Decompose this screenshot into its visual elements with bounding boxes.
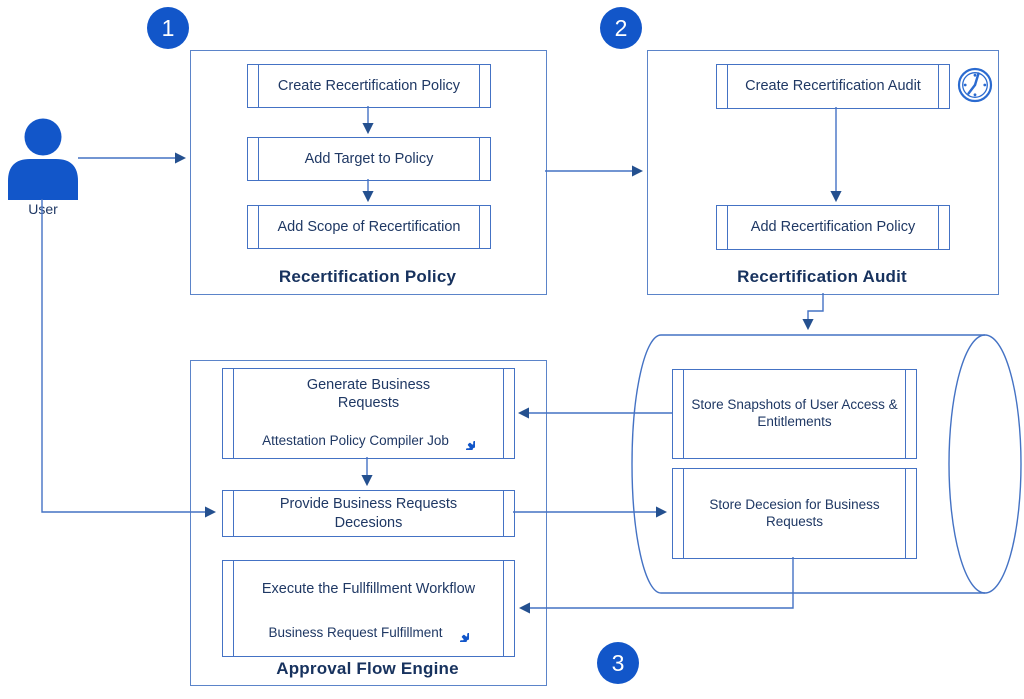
node-provide-business-requests-decesions: Provide Business Requests Decesions xyxy=(222,490,515,537)
node-add-recertification-policy: Add Recertification Policy xyxy=(716,205,950,250)
step-badge-3: 3 xyxy=(597,642,639,684)
node-label: Store Snapshots of User Access & Entitle… xyxy=(691,397,898,429)
node-label: Provide Business Requests Decesions xyxy=(279,496,458,531)
node-label: Add Recertification Policy xyxy=(750,219,916,236)
connector-user-to-provide xyxy=(41,199,217,518)
node-label: Execute the Fullfillment Workflow xyxy=(261,581,476,597)
job-row: Attestation Policy Compiler Job xyxy=(223,432,514,450)
node-store-decisions: Store Decesion for Business Requests xyxy=(672,468,917,559)
user-icon xyxy=(8,118,78,200)
node-label: Create Recertification Audit xyxy=(745,78,921,95)
node-create-recertification-audit: Create Recertification Audit xyxy=(716,64,950,109)
node-store-snapshots: Store Snapshots of User Access & Entitle… xyxy=(672,369,917,459)
job-label: Attestation Policy Compiler Job xyxy=(262,432,449,448)
connector-decisions-to-execute xyxy=(518,557,794,614)
recertification-policy-title: Recertification Policy xyxy=(278,267,457,286)
approval-flow-engine-title: Approval Flow Engine xyxy=(276,659,459,678)
node-label: Add Scope of Recertification xyxy=(277,218,461,235)
node-generate-business-requests: Generate Business Requests Attestation P… xyxy=(222,368,515,459)
node-label: Generate Business Requests xyxy=(306,377,431,412)
job-row: Business Request Fulfillment xyxy=(223,624,514,642)
step-badge-1: 1 xyxy=(147,7,189,49)
node-label: Store Decesion for Business Requests xyxy=(709,496,880,529)
node-add-scope-of-recertification: Add Scope of Recertification xyxy=(247,205,491,249)
gear-icon xyxy=(451,624,469,642)
step-badge-2: 2 xyxy=(600,7,642,49)
user-label: User xyxy=(28,201,58,217)
gear-icon xyxy=(457,432,475,450)
node-create-recertification-policy: Create Recertification Policy xyxy=(247,64,491,108)
job-label: Business Request Fulfillment xyxy=(268,624,443,640)
node-label: Create Recertification Policy xyxy=(277,77,461,94)
connector-audit-to-datastore xyxy=(802,293,824,331)
node-label: Add Target to Policy xyxy=(304,150,434,167)
recertification-audit-title: Recertification Audit xyxy=(737,267,907,286)
node-add-target-to-policy: Add Target to Policy xyxy=(247,137,491,181)
recertification-policy-container xyxy=(190,50,547,295)
node-execute-fullfillment-workflow: Execute the Fullfillment Workflow Busine… xyxy=(222,560,515,657)
approval-flow-engine-container xyxy=(190,360,547,686)
